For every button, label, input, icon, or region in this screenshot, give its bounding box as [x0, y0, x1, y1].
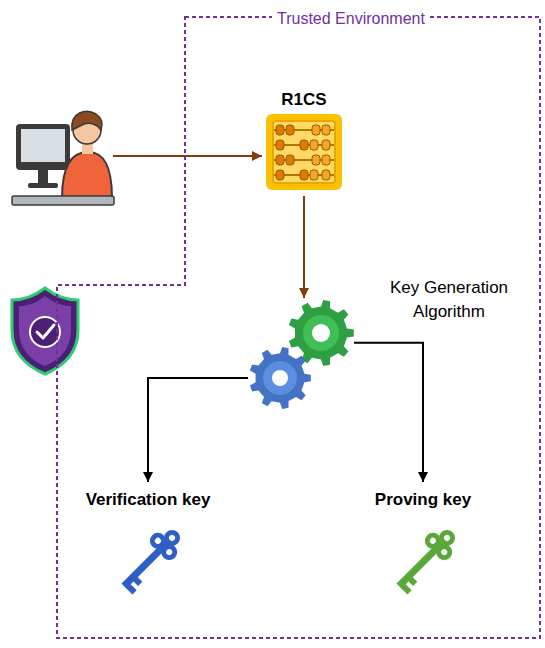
- shield-icon: [12, 288, 78, 374]
- verification-key-node: Verification key: [44, 482, 252, 612]
- input-arrow: [113, 155, 262, 157]
- node-label: R1CS: [258, 88, 350, 112]
- r1cs-node: R1CS: [258, 88, 350, 196]
- node-label: Key Generation Algorithm: [365, 276, 533, 324]
- abacus-icon: [264, 112, 344, 192]
- proving-key-node: Proving key: [319, 482, 527, 612]
- key-icon: [383, 522, 463, 602]
- flow-arrow: [354, 343, 423, 482]
- node-label: Trusted Environment: [272, 7, 430, 31]
- node-label: Verification key: [44, 482, 252, 512]
- keygen-node: Key Generation Algorithm: [248, 298, 354, 410]
- flow-arrow: [148, 378, 248, 482]
- node-label: Proving key: [319, 482, 527, 512]
- flow-arrow: [303, 196, 305, 298]
- gears-icon: [248, 298, 354, 410]
- key-icon: [108, 522, 188, 602]
- user-icon: [12, 111, 114, 205]
